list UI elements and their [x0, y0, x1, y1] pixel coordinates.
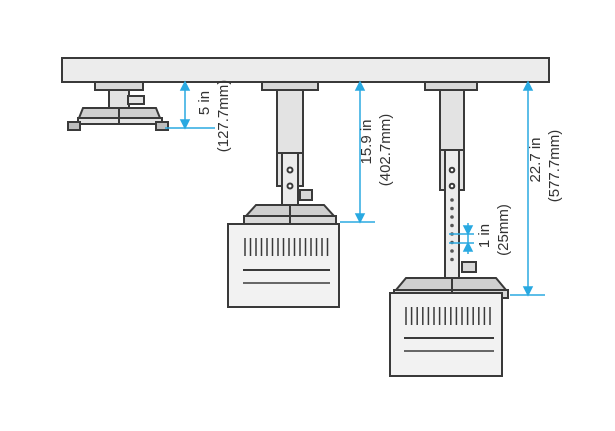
dimension-medium-drop	[340, 80, 375, 224]
hole-spacing-metric-label: (25mm)	[495, 204, 512, 256]
pole-adjustment-hole	[450, 198, 454, 202]
hole-spacing-imperial-label: 1 in	[476, 224, 493, 248]
pole-adjustment-hole	[450, 249, 454, 253]
long-drop-metric-label: (577.7mm)	[546, 130, 563, 203]
mount-long-drop	[393, 81, 509, 299]
medium-drop-imperial-label: 15.9 in	[358, 119, 375, 164]
projector-long	[389, 292, 503, 377]
dimension-long-drop	[510, 80, 545, 297]
short-drop-metric-label: (127.7mm)	[215, 80, 232, 153]
mount-short-drop	[67, 81, 169, 131]
dimension-hole-spacing	[449, 223, 474, 254]
pole-adjustment-hole	[450, 215, 454, 219]
pole-adjustment-hole	[450, 223, 454, 228]
pole-adjustment-hole	[450, 206, 454, 211]
short-drop-imperial-label: 5 in	[196, 91, 213, 115]
projector-medium	[227, 223, 340, 308]
ceiling-plate	[61, 57, 550, 83]
dimension-short-drop	[165, 80, 215, 130]
medium-drop-metric-label: (402.7mm)	[377, 114, 394, 187]
long-drop-imperial-label: 22.7 in	[527, 137, 544, 182]
pole-adjustment-hole	[450, 257, 454, 262]
mount-medium-drop	[243, 81, 337, 227]
